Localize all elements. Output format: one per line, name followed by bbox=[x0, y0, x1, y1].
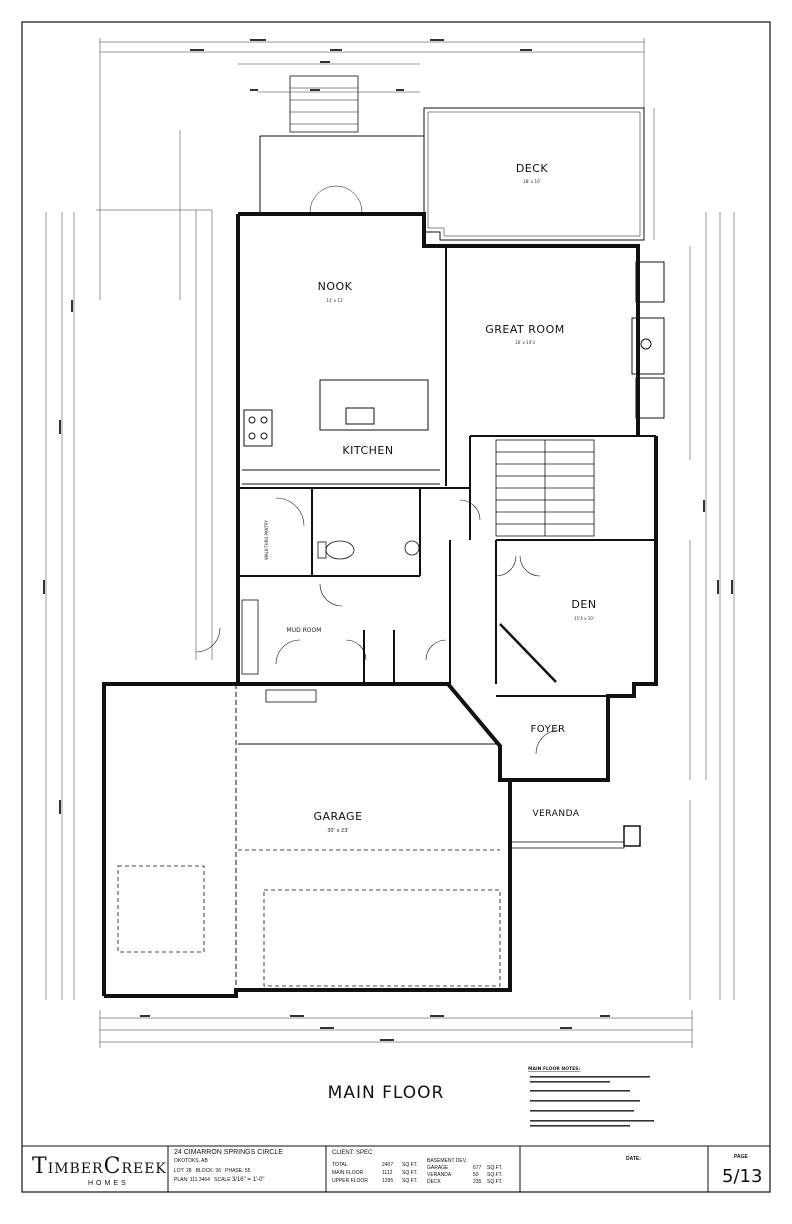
garage-size: 30' x 23' bbox=[327, 828, 349, 834]
project-city: OKOTOKS, AB bbox=[174, 1158, 208, 1164]
veranda-railing bbox=[509, 825, 641, 849]
area-value: 235 bbox=[473, 1179, 482, 1185]
page-label: PAGE bbox=[734, 1154, 748, 1160]
lot-value: 28 bbox=[185, 1168, 192, 1174]
area-label: TOTAL bbox=[332, 1162, 348, 1168]
logo-word-2: REEK bbox=[121, 1161, 167, 1177]
lot-label: LOT: bbox=[174, 1168, 185, 1174]
dimension-marks bbox=[43, 39, 733, 1041]
area-label: DECK bbox=[427, 1179, 441, 1185]
block-label: BLOCK: bbox=[195, 1168, 215, 1174]
nook-size: 13' x 11' bbox=[326, 298, 343, 303]
block-value: 36 bbox=[215, 1168, 221, 1174]
logo-letter-t: T bbox=[32, 1154, 48, 1179]
title-block: TIMBERCREEK HOMES 24 CIMARRON SPRINGS CI… bbox=[22, 1146, 770, 1192]
garage-walls bbox=[235, 684, 500, 990]
deck-size: 18' x 10' bbox=[523, 179, 540, 184]
area-value: 677 bbox=[473, 1165, 482, 1171]
client-info: CLIENT: SPEC bbox=[332, 1150, 372, 1156]
interior-walls bbox=[238, 246, 656, 697]
area-unit: SQ.FT. bbox=[402, 1162, 418, 1168]
logo-word-1: IMBER bbox=[47, 1161, 104, 1177]
area-unit: SQ.FT. bbox=[402, 1170, 418, 1176]
notes-lines bbox=[530, 1076, 654, 1127]
logo-homes: HOMES bbox=[88, 1180, 129, 1187]
area-unit: SQ.FT. bbox=[402, 1178, 418, 1184]
main-stairs bbox=[495, 439, 595, 537]
phase-label: PHASE: bbox=[225, 1168, 244, 1174]
plan-value: 111 3464 bbox=[189, 1177, 210, 1183]
den-size: 11'4 x 10' bbox=[574, 616, 594, 621]
den-label: DEN bbox=[571, 598, 596, 611]
mud-room-label: MUD ROOM bbox=[287, 627, 322, 634]
company-logo: TIMBERCREEK bbox=[32, 1154, 167, 1179]
kitchen-cabinets bbox=[242, 379, 440, 485]
kitchen-label: KITCHEN bbox=[342, 444, 393, 457]
area-label: VERANDA bbox=[427, 1172, 452, 1178]
powder-room bbox=[317, 540, 420, 560]
scale-value: 3/16" = 1'-0" bbox=[231, 1177, 265, 1183]
foyer-label: FOYER bbox=[531, 724, 566, 735]
page-number: 5/13 bbox=[722, 1166, 763, 1187]
mud-room-lockers bbox=[241, 599, 317, 703]
nook-label: NOOK bbox=[318, 280, 353, 293]
dimension-lines bbox=[45, 38, 735, 1048]
fireplace bbox=[631, 261, 665, 419]
area-value: 1112 bbox=[382, 1170, 393, 1176]
area-label: BASEMENT DEV. bbox=[427, 1158, 468, 1164]
great-room-size: 16' x 14'3 bbox=[515, 340, 535, 345]
lot-info: LOT: 28 BLOCK: 36 PHASE: 55 bbox=[174, 1168, 250, 1174]
great-room-label: GREAT ROOM bbox=[485, 323, 564, 336]
area2-row-2: VERANDA 50 SQ.FT. bbox=[427, 1172, 503, 1178]
area-row-main: MAIN FLOOR 1112 SQ.FT. bbox=[332, 1170, 418, 1176]
client-value: SPEC bbox=[356, 1150, 373, 1156]
area-value: 1295 bbox=[382, 1178, 394, 1184]
date-label: DATE: bbox=[626, 1156, 641, 1162]
area-value: 50 bbox=[473, 1172, 479, 1178]
area2-row-3: DECK 235 SQ.FT. bbox=[427, 1179, 503, 1185]
garage-label: GARAGE bbox=[313, 810, 362, 823]
sheet-border bbox=[21, 21, 771, 1193]
area-unit: SQ.FT. bbox=[487, 1179, 503, 1185]
drawing-title: MAIN FLOOR bbox=[328, 1083, 445, 1103]
deck-label: DECK bbox=[516, 162, 549, 175]
area2-row-0: BASEMENT DEV. bbox=[427, 1158, 477, 1164]
notes-title: MAIN FLOOR NOTES: bbox=[528, 1066, 580, 1072]
den-angled-wall bbox=[499, 623, 557, 683]
garage-doors bbox=[117, 849, 501, 987]
client-label: CLIENT: bbox=[332, 1150, 355, 1156]
phase-value: 55 bbox=[244, 1168, 251, 1174]
door-swings bbox=[195, 497, 561, 755]
area-label: UPPER FLOOR bbox=[332, 1178, 368, 1184]
pantry-label: WALK-THRU PANTRY bbox=[264, 520, 269, 560]
plan-label: PLAN: bbox=[174, 1177, 189, 1183]
area2-row-1: GARAGE 677 SQ.FT. bbox=[427, 1165, 503, 1171]
area-label: MAIN FLOOR bbox=[332, 1170, 364, 1176]
area-unit: SQ.FT. bbox=[487, 1165, 503, 1171]
scale-label: SCALE bbox=[214, 1177, 231, 1183]
area-unit: SQ.FT. bbox=[487, 1172, 503, 1178]
area-label: GARAGE bbox=[427, 1165, 449, 1171]
veranda-label: VERANDA bbox=[532, 809, 579, 819]
project-address: 24 CIMARRON SPRINGS CIRCLE bbox=[174, 1149, 283, 1156]
logo-letter-c: C bbox=[103, 1154, 122, 1179]
plan-info: PLAN: 111 3464 SCALE 3/16" = 1'-0" bbox=[174, 1177, 265, 1183]
area-value: 2407 bbox=[382, 1162, 394, 1168]
area-row-upper: UPPER FLOOR 1295 SQ.FT. bbox=[332, 1178, 418, 1184]
title-block-frame bbox=[22, 1145, 770, 1192]
area-row-total: TOTAL 2407 SQ.FT. bbox=[332, 1162, 418, 1168]
